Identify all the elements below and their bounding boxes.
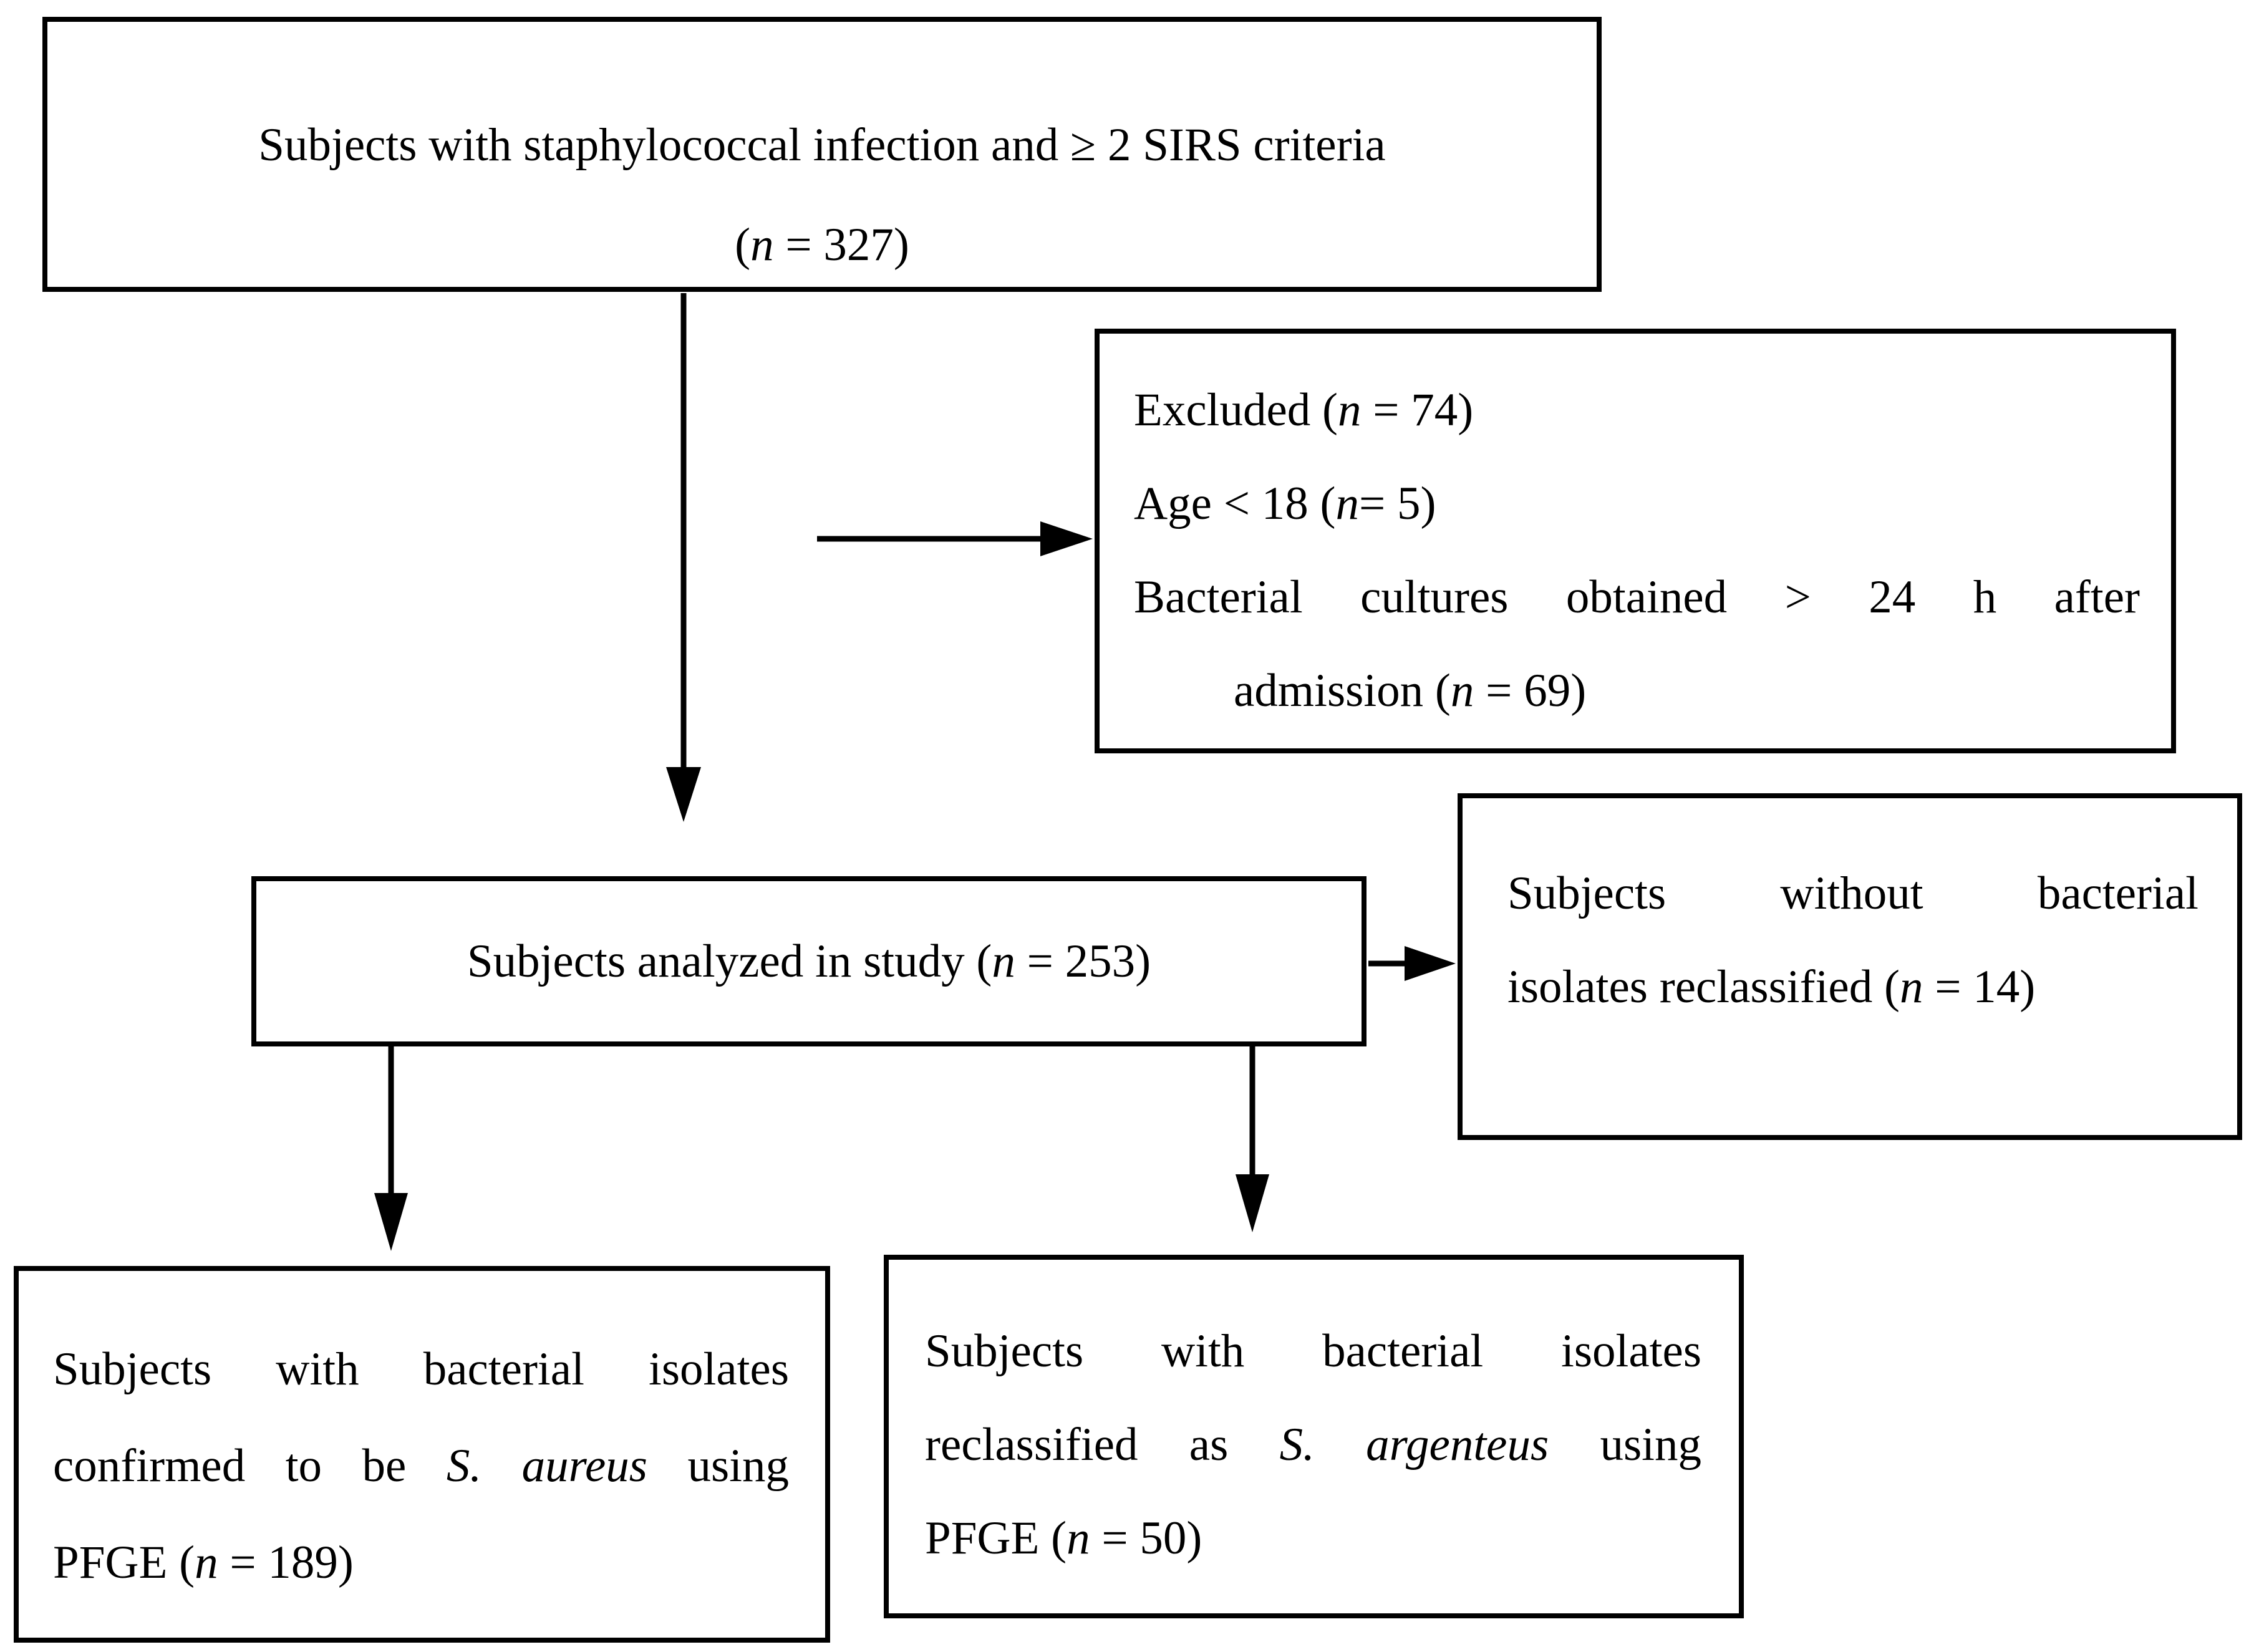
argenteus-line2: reclassified as S. argenteus using (925, 1398, 1701, 1492)
box-without-isolates: Subjects without bacterial isolates recl… (1458, 793, 2242, 1140)
text-run: = 69) (1474, 665, 1587, 717)
text-run: = 74) (1361, 384, 1474, 436)
excluded-reason-age: Age < 18 (n= 5) (1134, 457, 2140, 551)
text-run: isolates reclassified ( (1507, 961, 1900, 1013)
italic-text-run: n (1450, 665, 1474, 717)
without-isolates-line2: isolates reclassified (n = 14) (1507, 940, 2199, 1034)
text-run: PFGE ( (925, 1512, 1067, 1564)
text-run: = 50) (1090, 1512, 1202, 1564)
text-run: = 189) (218, 1537, 354, 1588)
italic-text-run: n (750, 219, 774, 271)
arrow-analyzed-to-argenteus (1236, 1046, 1269, 1232)
arrow-eligible-to-analyzed (666, 293, 701, 822)
text-run: = 14) (1923, 961, 2036, 1013)
text-run: Excluded ( (1134, 384, 1338, 436)
box-excluded: Excluded (n = 74) Age < 18 (n= 5) Bacter… (1095, 329, 2176, 753)
arrow-analyzed-to-aureus (374, 1046, 408, 1251)
italic-text-run: n (1067, 1512, 1090, 1564)
text-run: Age < 18 ( (1134, 478, 1336, 529)
italic-text-run: S. argenteus (1279, 1419, 1549, 1471)
excluded-total: Excluded (n = 74) (1134, 364, 2140, 457)
aureus-line2: confirmed to be S. aureus using (53, 1418, 789, 1514)
text-run: using (1549, 1419, 1702, 1471)
italic-text-run: n (195, 1537, 218, 1588)
box-s-aureus-confirmed: Subjects with bacterial isolates confirm… (14, 1266, 830, 1643)
italic-text-run: S. aureus (446, 1440, 647, 1492)
arrow-down-icon (374, 1193, 408, 1251)
argenteus-count: PFGE (n = 50) (925, 1492, 1701, 1585)
arrow-analyzed-to-no-isolates (1368, 946, 1456, 981)
text-run: ( (735, 219, 751, 271)
box-analyzed-subjects: Subjects analyzed in study (n = 253) (251, 876, 1367, 1046)
without-isolates-line1: Subjects without bacterial (1507, 867, 2199, 919)
box-eligible-subjects: Subjects with staphylococcal infection a… (42, 17, 1602, 292)
italic-text-run: n (1335, 478, 1359, 529)
text-run: = 253) (1015, 935, 1151, 987)
text-run: reclassified as (925, 1419, 1280, 1471)
excluded-reason-cultures: Bacterial cultures obtained > 24 h after (1134, 571, 2140, 623)
text-run: = 327) (773, 219, 909, 271)
italic-text-run: n (1899, 961, 1923, 1013)
arrow-down-icon (666, 767, 701, 822)
arrow-right-icon (1405, 946, 1456, 981)
eligible-count: (n = 327) (735, 195, 909, 295)
arrow-right-icon (1040, 521, 1093, 556)
text-run: = 5) (1358, 478, 1436, 529)
text-run: confirmed to be (53, 1440, 447, 1492)
italic-text-run: n (992, 935, 1015, 987)
analyzed-text: Subjects analyzed in study (n = 253) (467, 915, 1151, 1008)
eligible-criteria-text: Subjects with staphylococcal infection a… (258, 119, 1386, 171)
text-run: PFGE ( (53, 1537, 195, 1588)
italic-text-run: n (1337, 384, 1362, 436)
text-run: using (647, 1440, 789, 1492)
aureus-count: PFGE (n = 189) (53, 1514, 789, 1611)
arrow-down-icon (1236, 1174, 1269, 1232)
text-run: Subjects analyzed in study ( (467, 935, 992, 987)
excluded-reason-cultures-count: admission (n = 69) (1134, 644, 2140, 738)
aureus-line1: Subjects with bacterial isolates (53, 1343, 789, 1395)
text-run: admission ( (1234, 665, 1451, 717)
argenteus-line1: Subjects with bacterial isolates (925, 1325, 1701, 1377)
arrow-to-excluded (817, 521, 1093, 556)
box-s-argenteus-reclassified: Subjects with bacterial isolates reclass… (884, 1255, 1744, 1618)
